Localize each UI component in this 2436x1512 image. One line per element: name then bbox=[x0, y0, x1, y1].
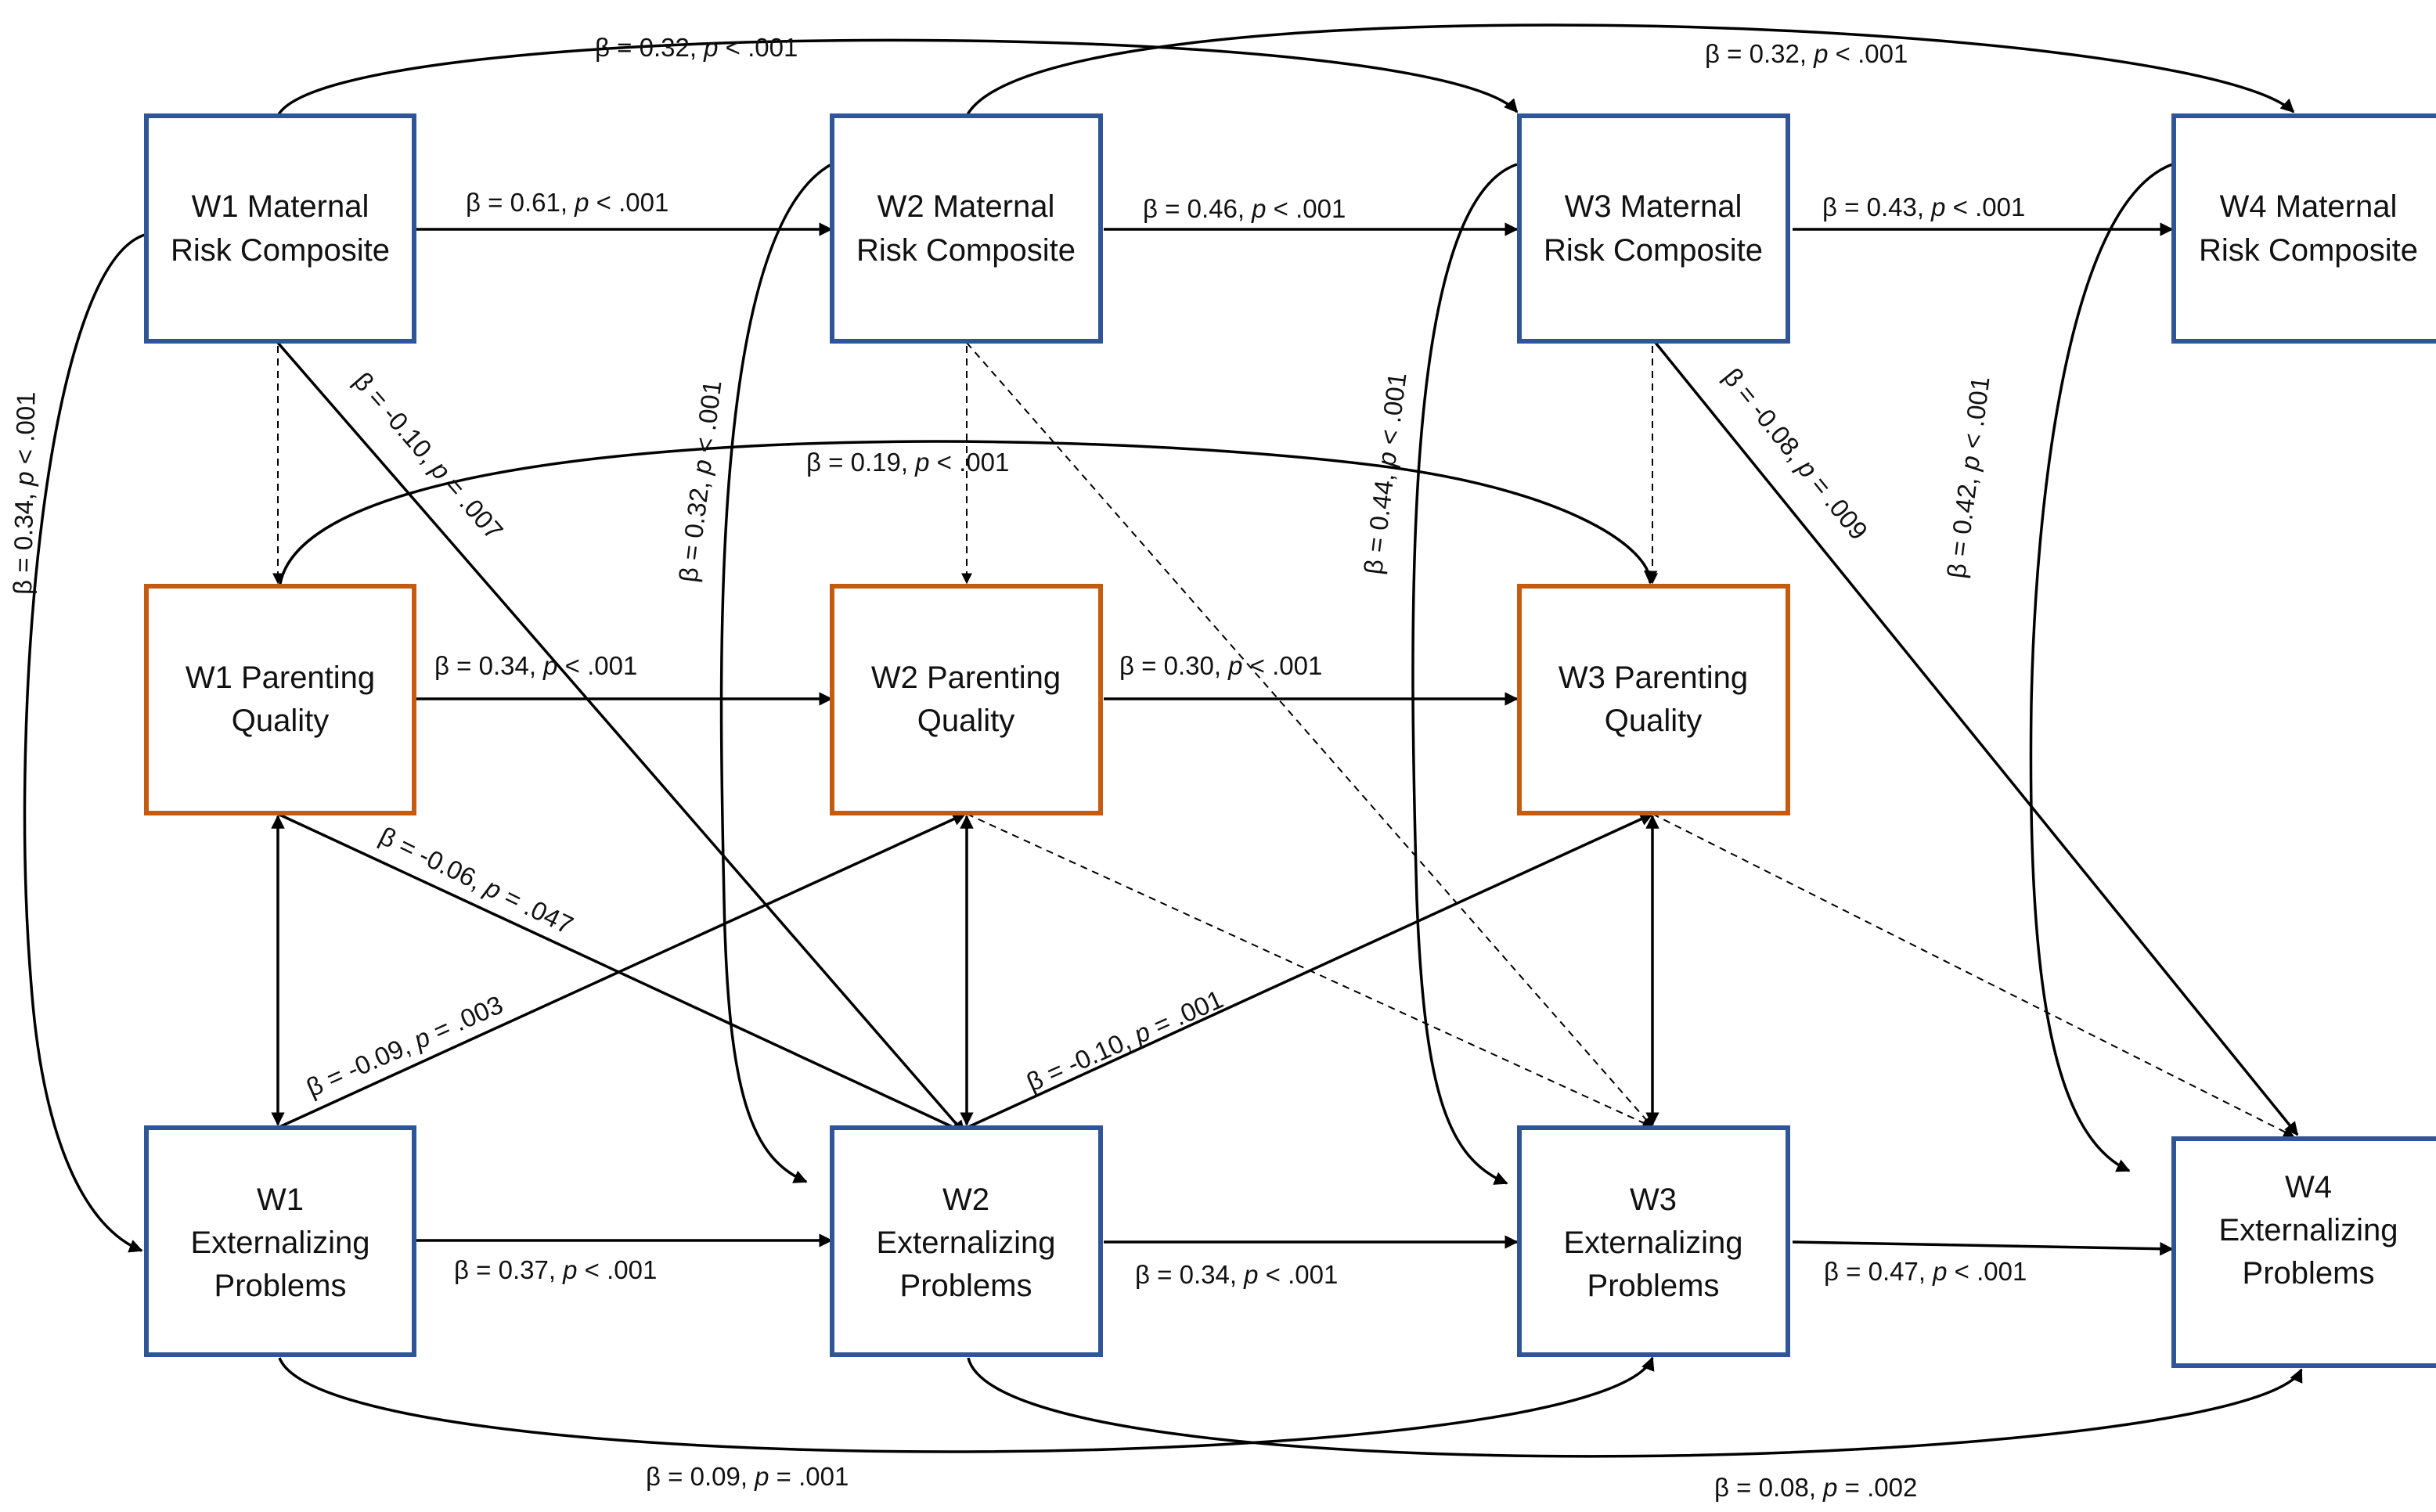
node-w3-externalizing: W3 Externalizing Problems bbox=[1517, 1125, 1790, 1357]
edge-label: β = 0.46, p < .001 bbox=[1143, 194, 1346, 223]
node-w3-parenting-quality: W3 Parenting Quality bbox=[1517, 584, 1790, 815]
node-label-line: Externalizing bbox=[2218, 1213, 2398, 1247]
edge-w2risk-w4risk bbox=[965, 23, 2295, 117]
node-w1-maternal-risk: W1 Maternal Risk Composite bbox=[144, 113, 416, 344]
edge-w1ext-w3ext bbox=[278, 1356, 1655, 1453]
node-layer: W1 Maternal Risk Composite W2 Maternal R… bbox=[144, 113, 2436, 1368]
node-w2-externalizing: W2 Externalizing Problems bbox=[830, 1125, 1103, 1357]
edge-w3risk-w4ext bbox=[1654, 341, 2299, 1136]
node-label-line: W3 bbox=[1630, 1183, 1677, 1217]
edge-label: β = 0.19, p < .001 bbox=[806, 448, 1009, 477]
node-w2-maternal-risk: W2 Maternal Risk Composite bbox=[830, 113, 1103, 344]
node-label-line: W2 bbox=[942, 1183, 989, 1217]
edge-w1par-w2ext bbox=[277, 812, 966, 1134]
node-box bbox=[144, 1125, 416, 1357]
edge-label: β = 0.43, p < .001 bbox=[1822, 193, 2025, 221]
node-box bbox=[144, 584, 416, 815]
node-label-line: W4 bbox=[2285, 1170, 2332, 1204]
edge-label: β = 0.44, p < .001 bbox=[1358, 371, 1411, 576]
node-w4-externalizing: W4 Externalizing Problems bbox=[2171, 1136, 2436, 1368]
node-box bbox=[144, 113, 416, 344]
edge-label: β = 0.32, p < .001 bbox=[1705, 39, 1908, 68]
node-label-line: Risk Composite bbox=[1544, 233, 1763, 268]
node-w2-parenting-quality: W2 Parenting Quality bbox=[830, 584, 1103, 815]
edge-w1risk-w3risk bbox=[276, 38, 1519, 117]
node-label-line: Externalizing bbox=[876, 1226, 1055, 1260]
node-box bbox=[2171, 1136, 2436, 1368]
node-label-line: Externalizing bbox=[1563, 1226, 1742, 1260]
edge-w3risk-w3ext bbox=[1411, 163, 1518, 1185]
node-w1-parenting-quality: W1 Parenting Quality bbox=[144, 584, 416, 815]
node-w3-maternal-risk: W3 Maternal Risk Composite bbox=[1517, 113, 1790, 344]
node-label-line: Quality bbox=[232, 704, 330, 738]
node-w4-maternal-risk: W4 Maternal Risk Composite bbox=[2171, 113, 2436, 344]
node-label-line: Risk Composite bbox=[2199, 233, 2418, 268]
node-box bbox=[830, 1125, 1103, 1357]
node-box bbox=[1517, 584, 1790, 815]
edge-label: β = -0.10, p = .007 bbox=[348, 366, 509, 545]
node-label-line: Problems bbox=[1587, 1269, 1720, 1303]
edge-label: β = 0.08, p = .002 bbox=[1714, 1473, 1917, 1502]
node-label-line: Problems bbox=[2243, 1256, 2375, 1291]
node-label-line: Problems bbox=[900, 1269, 1032, 1303]
edge-w2par-w3ext bbox=[966, 813, 1654, 1129]
edge-label: β = 0.42, p < .001 bbox=[1941, 375, 1995, 580]
edge-w2ext-w4ext bbox=[967, 1357, 2303, 1458]
edge-w2risk-w3ext bbox=[966, 342, 1653, 1129]
edge-label: β = 0.09, p = .001 bbox=[646, 1462, 849, 1491]
edge-w3ext-w4ext bbox=[1792, 1240, 2174, 1256]
node-label-line: W1 bbox=[257, 1183, 304, 1217]
node-box bbox=[1517, 1125, 1790, 1357]
edge-label: β = -0.06, p = .047 bbox=[375, 821, 578, 940]
node-box bbox=[830, 113, 1103, 344]
node-box bbox=[2171, 113, 2436, 344]
node-label-line: W3 Maternal bbox=[1565, 189, 1742, 224]
node-label-line: W3 Parenting bbox=[1559, 661, 1748, 695]
node-label-line: W1 Parenting bbox=[186, 661, 375, 695]
edge-w4risk-w4ext bbox=[2029, 163, 2173, 1172]
edge-w1ext-w2par bbox=[279, 812, 967, 1129]
node-label-line: Risk Composite bbox=[171, 233, 390, 268]
edge-w1risk-w2ext bbox=[276, 341, 966, 1135]
node-label-line: Risk Composite bbox=[856, 233, 1076, 268]
edge-layer bbox=[23, 23, 2303, 1458]
edge-w2risk-w2ext bbox=[719, 163, 832, 1183]
edge-label: β = 0.34, p < .001 bbox=[1135, 1260, 1338, 1289]
node-box bbox=[830, 584, 1103, 815]
edge-label: β = 0.34, p < .001 bbox=[434, 651, 637, 680]
node-label-line: W1 Maternal bbox=[192, 189, 369, 224]
node-label-line: Quality bbox=[1605, 704, 1703, 738]
edge-label: β = -0.10, p = .001 bbox=[1022, 985, 1227, 1097]
edge-label: β = 0.30, p < .001 bbox=[1119, 651, 1322, 680]
node-label-line: Quality bbox=[917, 704, 1015, 738]
node-w1-externalizing: W1 Externalizing Problems bbox=[144, 1125, 416, 1357]
edge-w3par-w4ext bbox=[1652, 813, 2295, 1137]
edge-label: β = 0.34, p < .001 bbox=[8, 391, 41, 595]
edge-w1par-w3par bbox=[278, 440, 1658, 589]
node-label-line: Externalizing bbox=[190, 1226, 369, 1260]
node-box bbox=[1517, 113, 1790, 344]
node-label-line: W4 Maternal bbox=[2220, 189, 2398, 224]
edge-label: β = 0.32, p < .001 bbox=[595, 33, 798, 62]
node-label-line: W2 Parenting bbox=[871, 661, 1061, 695]
edge-label: β = -0.09, p = .003 bbox=[302, 990, 507, 1103]
edge-w1risk-w1ext bbox=[23, 233, 146, 1253]
edge-label: β = 0.47, p < .001 bbox=[1824, 1257, 2027, 1286]
edge-label: β = 0.37, p < .001 bbox=[454, 1255, 657, 1284]
node-label-line: W2 Maternal bbox=[877, 189, 1055, 224]
edge-label: β = 0.61, p < .001 bbox=[466, 188, 668, 217]
edge-label: β = 0.32, p < .001 bbox=[673, 379, 726, 584]
node-label-line: Problems bbox=[214, 1269, 347, 1303]
